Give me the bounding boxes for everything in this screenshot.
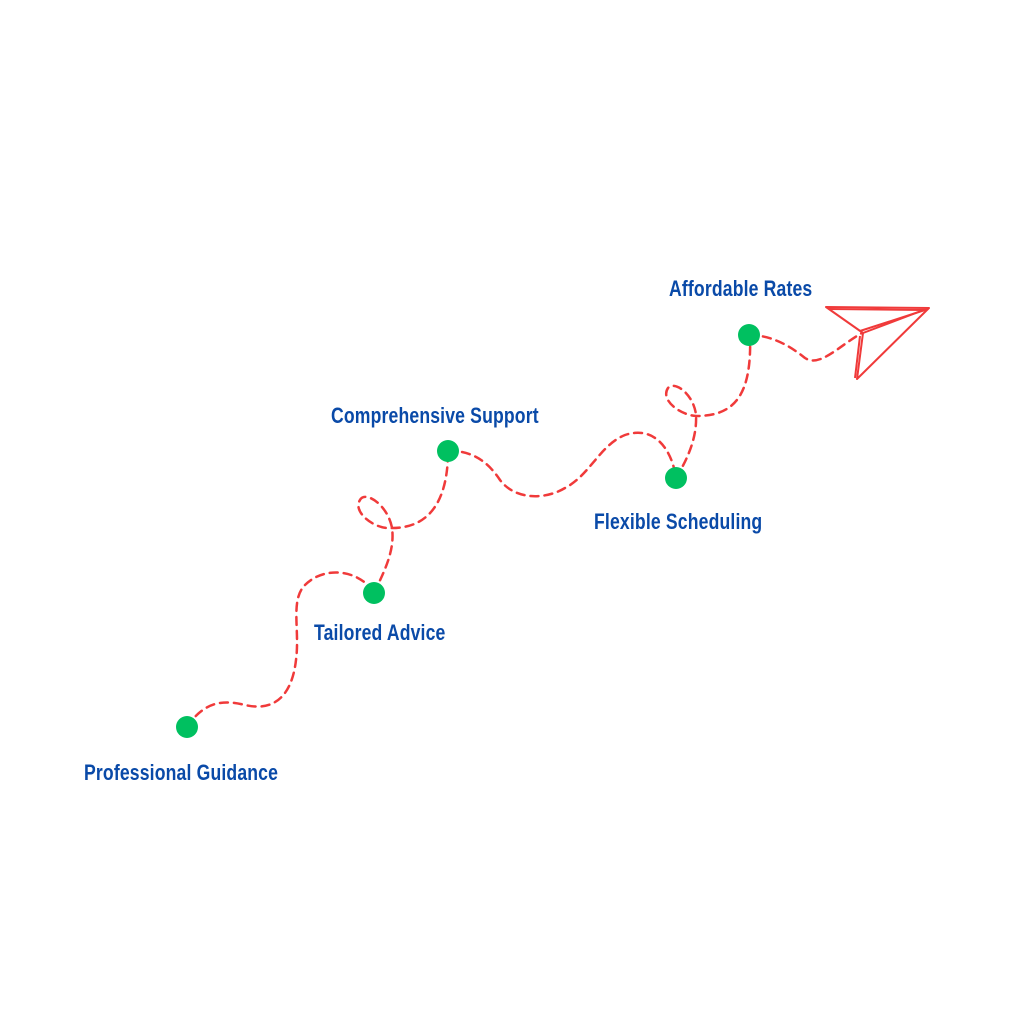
label-affordable-rates: Affordable Rates (669, 276, 813, 301)
label-comprehensive-support: Comprehensive Support (331, 403, 539, 428)
milestone-dot-5 (738, 324, 760, 346)
milestone-dots (176, 324, 760, 738)
dashed-path (185, 331, 864, 729)
milestone-dot-2 (363, 582, 385, 604)
label-tailored-advice: Tailored Advice (314, 620, 446, 645)
milestone-dot-4 (665, 467, 687, 489)
milestone-dot-1 (176, 716, 198, 738)
paper-plane-icon (825, 306, 930, 380)
label-professional-guidance: Professional Guidance (84, 760, 279, 785)
label-flexible-scheduling: Flexible Scheduling (594, 509, 763, 534)
milestone-dot-3 (437, 440, 459, 462)
